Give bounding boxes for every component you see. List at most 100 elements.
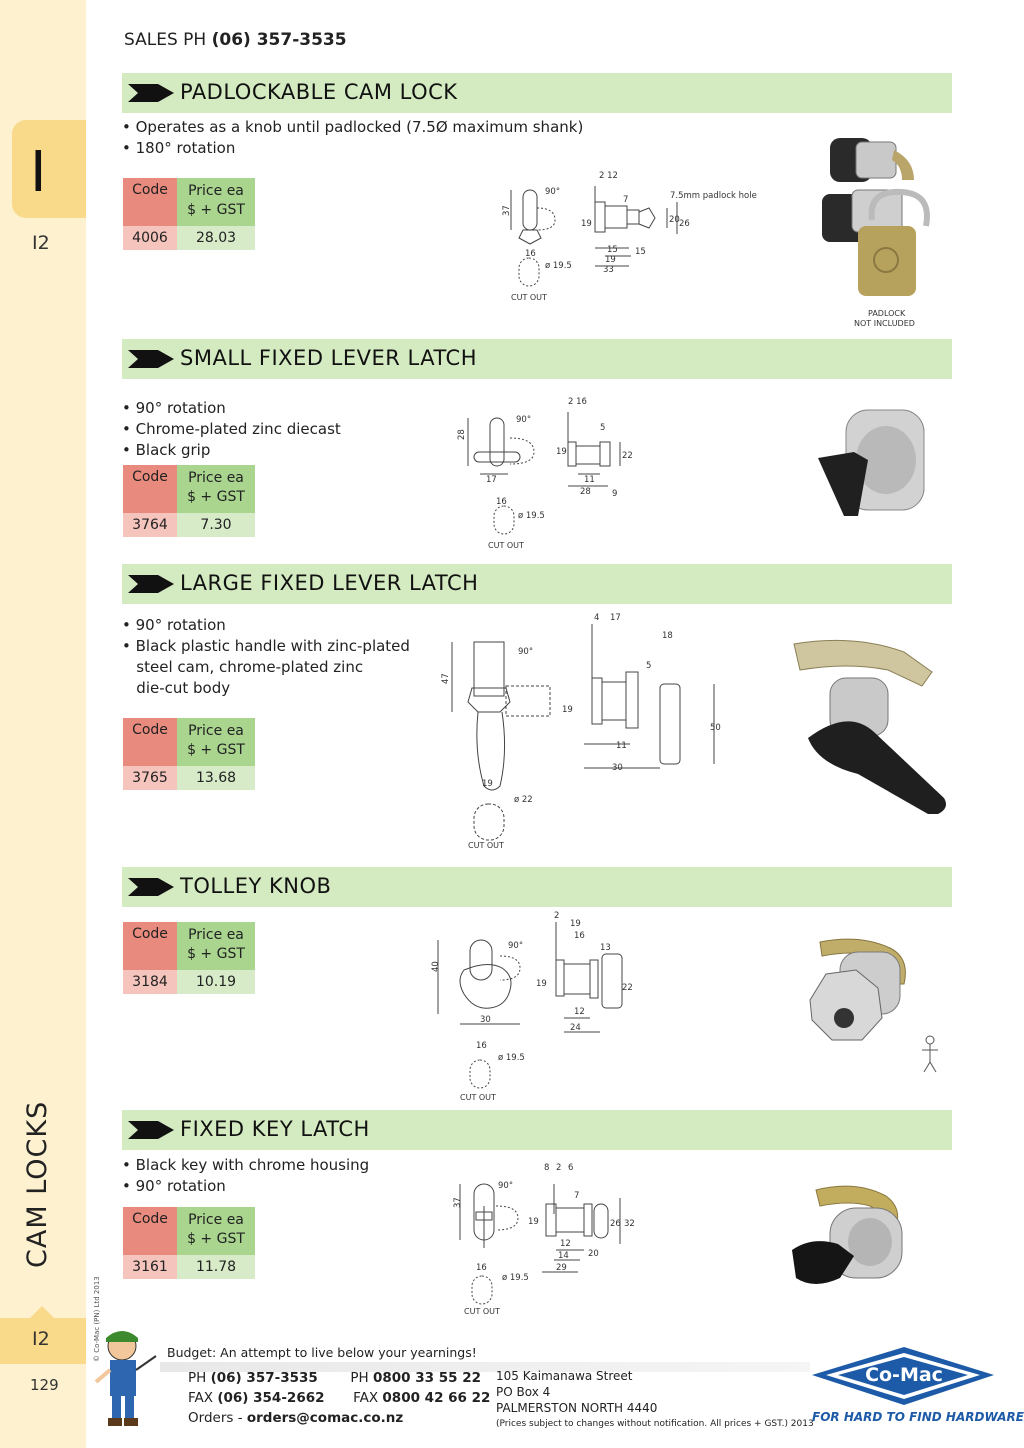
svg-text:2 12: 2 12 xyxy=(599,171,618,181)
arrow-icon xyxy=(128,575,174,593)
svg-text:ø 22: ø 22 xyxy=(514,795,533,805)
svg-text:33: 33 xyxy=(603,265,614,275)
sales-phone: (06) 357-3535 xyxy=(211,30,347,50)
svg-text:90°: 90° xyxy=(545,187,560,197)
mascot-icon xyxy=(94,1331,157,1426)
svg-text:16: 16 xyxy=(525,249,536,259)
feature-item: • Black grip xyxy=(122,441,211,459)
svg-text:4: 4 xyxy=(594,613,599,623)
feature-list: • 90° rotation • Black plastic handle wi… xyxy=(122,615,410,699)
price-header: Price ea$ + GST xyxy=(177,718,255,766)
svg-text:16: 16 xyxy=(476,1041,487,1051)
code-header: Code xyxy=(123,718,177,766)
svg-text:7: 7 xyxy=(574,1191,579,1201)
bottom-tab xyxy=(0,1306,86,1364)
price-header: Price ea$ + GST xyxy=(177,178,255,226)
svg-text:5: 5 xyxy=(600,423,605,433)
product-code: 4006 xyxy=(123,226,177,250)
arrow-icon xyxy=(128,878,174,896)
product-photo xyxy=(793,639,946,814)
svg-text:7.5mm padlock hole: 7.5mm padlock hole xyxy=(670,191,757,201)
svg-text:7: 7 xyxy=(623,195,628,205)
svg-text:19: 19 xyxy=(605,255,616,265)
phone-number: (06) 357-3535 xyxy=(210,1370,318,1386)
svg-text:16: 16 xyxy=(496,497,507,507)
orders-email[interactable]: orders@comac.co.nz xyxy=(246,1410,404,1426)
tagline: FOR HARD TO FIND HARDWARE xyxy=(812,1410,1024,1424)
section-header: TOLLEY KNOB xyxy=(122,867,952,907)
svg-text:15: 15 xyxy=(635,247,646,257)
section-header: PADLOCKABLE CAM LOCK xyxy=(122,73,952,113)
svg-text:16: 16 xyxy=(574,931,585,941)
technical-drawing: 40 90° 2 19 16 13 19 22 30 12 24 16 ø 19… xyxy=(431,911,633,1102)
product-title: LARGE FIXED LEVER LATCH xyxy=(180,571,479,595)
svg-text:ø 19.5: ø 19.5 xyxy=(502,1273,529,1283)
sales-phone-header: SALES PH (06) 357-3535 xyxy=(124,30,347,50)
bottom-tab-code: I2 xyxy=(32,1328,50,1350)
cut-out-label: CUT OUT xyxy=(468,841,504,850)
product-title: TOLLEY KNOB xyxy=(180,874,332,898)
product-code: 3184 xyxy=(123,970,177,994)
svg-text:32: 32 xyxy=(624,1219,635,1229)
price-header: Price ea$ + GST xyxy=(177,1207,255,1255)
svg-text:17: 17 xyxy=(610,613,621,623)
page-number: 129 xyxy=(30,1376,59,1394)
svg-text:90°: 90° xyxy=(516,415,531,425)
feature-item: • Black key with chrome housing xyxy=(122,1156,370,1174)
fax-label: FAX xyxy=(188,1390,214,1406)
price-header: Price ea$ + GST xyxy=(177,922,255,970)
svg-text:47: 47 xyxy=(441,673,451,684)
product-photo xyxy=(818,409,925,516)
technical-drawing: 28 90° 2 16 5 19 22 17 11 28 9 16 ø 19.5… xyxy=(457,397,633,550)
svg-text:11: 11 xyxy=(616,741,627,751)
feature-item: • 90° rotation xyxy=(122,399,226,417)
svg-text:6: 6 xyxy=(568,1163,573,1173)
arrow-icon xyxy=(128,1121,174,1139)
photo-caption: PADLOCK xyxy=(868,309,906,318)
svg-text:20: 20 xyxy=(669,215,680,225)
code-header: Code xyxy=(123,465,177,513)
svg-text:19: 19 xyxy=(570,919,581,929)
feature-item: • 90° rotation xyxy=(122,616,226,634)
svg-text:12: 12 xyxy=(560,1239,571,1249)
product-photo xyxy=(792,1185,903,1284)
address-block: 105 Kaimanawa Street PO Box 4 PALMERSTON… xyxy=(496,1368,814,1432)
price-table: Code Price ea$ + GST 3764 7.30 xyxy=(123,465,255,537)
price-table: Code Price ea$ + GST 3161 11.78 xyxy=(123,1207,255,1279)
contact-block: PH (06) 357-3535 PH 0800 33 55 22 FAX (0… xyxy=(188,1368,490,1428)
po-box: PO Box 4 xyxy=(496,1385,551,1399)
svg-text:90°: 90° xyxy=(498,1181,513,1191)
product-photo xyxy=(809,938,938,1073)
product-price: 7.30 xyxy=(177,513,255,537)
svg-text:22: 22 xyxy=(622,451,633,461)
mascot-icon xyxy=(922,1035,938,1073)
svg-text:5: 5 xyxy=(646,661,651,671)
product-price: 11.78 xyxy=(177,1255,255,1279)
photo-caption: NOT INCLUDED xyxy=(854,319,915,328)
price-header: Price ea$ + GST xyxy=(177,465,255,513)
section-title-vertical: CAM LOCKS xyxy=(22,1100,53,1268)
svg-text:30: 30 xyxy=(480,1015,491,1025)
technical-drawing: 37 90° 8 2 6 7 19 26 32 12 14 20 29 16 ø… xyxy=(453,1163,635,1316)
product-price: 13.68 xyxy=(177,766,255,790)
svg-text:28: 28 xyxy=(580,487,591,497)
svg-text:26: 26 xyxy=(679,219,690,229)
svg-text:2 16: 2 16 xyxy=(568,397,587,407)
svg-text:37: 37 xyxy=(502,205,512,216)
svg-text:24: 24 xyxy=(570,1023,581,1033)
svg-text:ø 19.5: ø 19.5 xyxy=(518,511,545,521)
svg-text:11: 11 xyxy=(584,475,595,485)
svg-text:16: 16 xyxy=(476,1263,487,1273)
svg-text:19: 19 xyxy=(562,705,573,715)
svg-text:90°: 90° xyxy=(518,647,533,657)
feature-item: • 180° rotation xyxy=(122,139,236,157)
svg-text:19: 19 xyxy=(482,779,493,789)
city-postcode: PALMERSTON NORTH 4440 xyxy=(496,1401,658,1415)
svg-text:28: 28 xyxy=(457,429,467,440)
feature-item: steel cam, chrome-plated zinc xyxy=(122,658,364,676)
code-header: Code xyxy=(123,1207,177,1255)
feature-item: • Operates as a knob until padlocked (7.… xyxy=(122,118,584,136)
cut-out-label: CUT OUT xyxy=(511,293,547,302)
section-tab xyxy=(12,120,86,218)
cut-out-label: CUT OUT xyxy=(464,1307,500,1316)
